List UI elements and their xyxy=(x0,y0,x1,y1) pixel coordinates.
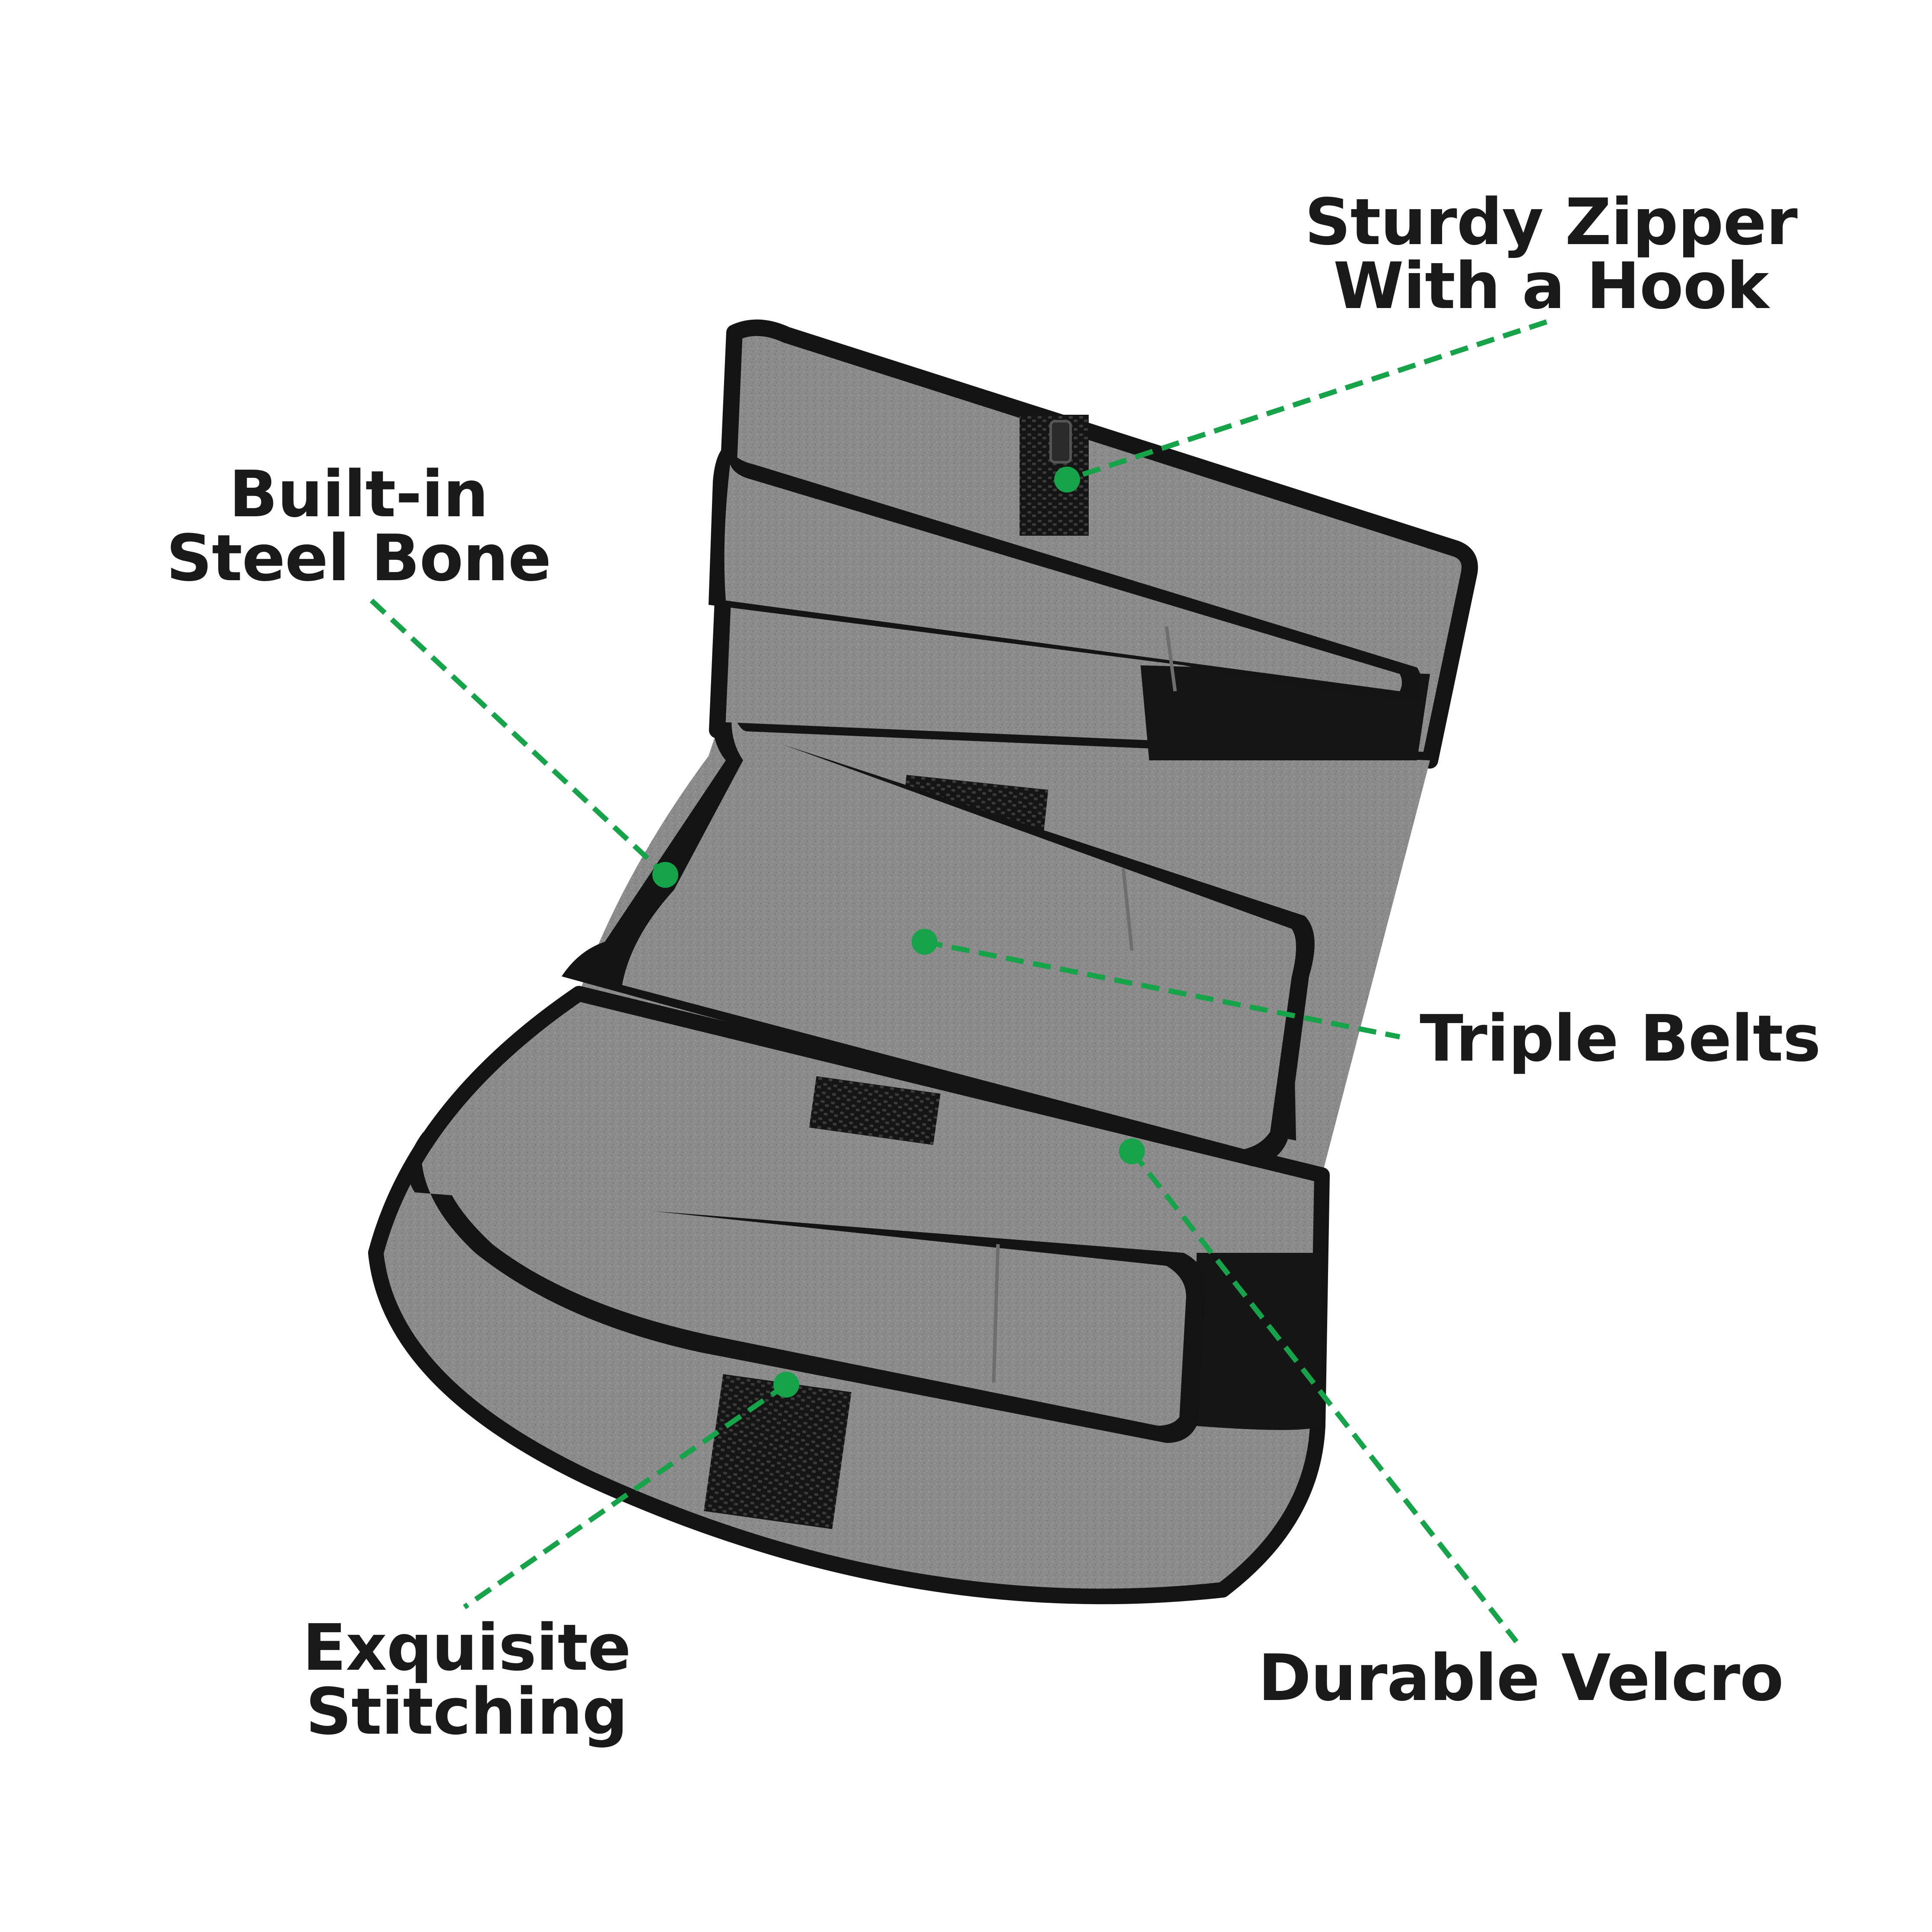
callout-stitching-line1: Exquisite xyxy=(302,1611,631,1685)
dot-velcro xyxy=(1119,1138,1145,1164)
front-zipper-lower xyxy=(809,1076,941,1145)
dot-bone xyxy=(652,862,678,888)
callout-stitching: Exquisite Stitching xyxy=(251,1616,683,1744)
callout-zipper: Sturdy Zipper With a Hook xyxy=(1287,190,1814,318)
zipper-pull xyxy=(1049,420,1072,464)
dot-zipper xyxy=(1054,467,1080,493)
side-panel-lower xyxy=(1192,1253,1322,1430)
leader-stitching xyxy=(463,1382,788,1609)
dot-stitching xyxy=(773,1372,799,1398)
dot-belts xyxy=(912,929,937,955)
callout-velcro-text: Durable Velcro xyxy=(1258,1641,1784,1715)
belt-bottom-fabric xyxy=(433,1149,1186,1426)
leader-bone xyxy=(369,598,667,877)
callout-belts: Triple Belts xyxy=(1404,1007,1836,1071)
belt-middle-fabric xyxy=(622,700,1296,1149)
leader-lines xyxy=(369,319,1548,1643)
callout-bone: Built-in Steel Bone xyxy=(143,462,575,590)
front-zipper-bottom xyxy=(704,1374,852,1529)
leader-belts xyxy=(924,939,1401,1039)
callout-velcro: Durable Velcro xyxy=(1253,1646,1789,1710)
callout-dots xyxy=(652,467,1145,1398)
belt-top xyxy=(709,445,1421,700)
callout-stitching-line2: Stitching xyxy=(305,1675,628,1749)
callout-zipper-line2: With a Hook xyxy=(1333,249,1769,323)
leader-zipper xyxy=(1066,319,1548,482)
belt-top-fabric xyxy=(724,464,1402,691)
callout-belts-text: Triple Belts xyxy=(1420,1001,1821,1076)
callout-bone-line1: Built-in xyxy=(229,457,489,531)
callout-bone-line2: Steel Bone xyxy=(166,521,552,595)
belt-middle xyxy=(562,683,1315,1166)
belt-bottom xyxy=(408,1132,1206,1443)
leader-velcro xyxy=(1130,1150,1519,1643)
callout-zipper-line1: Sturdy Zipper xyxy=(1305,185,1798,259)
